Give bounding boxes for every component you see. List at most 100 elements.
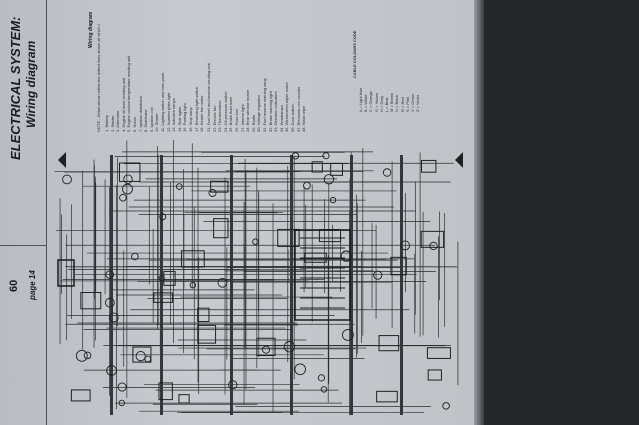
connector-circle [400, 240, 411, 251]
connector-circle [320, 386, 328, 393]
wire-bundle [230, 155, 233, 415]
legend-item: 8. Distributor [143, 109, 149, 132]
component-box [318, 229, 342, 243]
connector-circle [329, 196, 337, 204]
connector-circle [144, 355, 152, 363]
connector-circle [75, 349, 88, 362]
page-reference: page 14 [28, 270, 37, 300]
connector-circle [158, 275, 165, 282]
wire-bundle [400, 155, 403, 415]
fuse-box [294, 229, 351, 321]
horn-icon [455, 152, 463, 168]
component-box [118, 162, 141, 182]
colour-code-item: C = Orange [368, 91, 374, 112]
component-box [427, 369, 442, 381]
legend-item: 28. Rear window heater [245, 89, 251, 132]
legend-item: 10. Starter [154, 113, 160, 132]
colour-code-item: Z = Violet [415, 95, 421, 112]
wire-bundle [160, 155, 163, 415]
connector-circle [322, 152, 330, 160]
component-box [277, 228, 300, 247]
connector-circle [323, 174, 335, 185]
connector-circle [118, 399, 126, 407]
connector-circle [106, 365, 117, 376]
connector-circle [291, 152, 300, 160]
connector-circle [294, 363, 306, 376]
legend-item: 16. Stop lamp [188, 107, 193, 132]
legend-item: 23. Thermoswitch [217, 100, 223, 133]
legend-item: 21. Fuel level and reserve sending unit [206, 63, 211, 132]
connector-circle [342, 329, 354, 341]
title-divider [0, 245, 46, 246]
connector-circle [262, 345, 271, 354]
legend-item: 35. Windscreen wiper motor [284, 82, 290, 132]
wire-bundle [110, 155, 113, 415]
component-box [420, 230, 445, 248]
wire-bundle [290, 155, 293, 415]
component-box [163, 270, 176, 286]
colour-code-heading: CABLE COLOURS CODE [352, 30, 357, 78]
legend-item: 30. Voltage regulator [256, 95, 262, 132]
legend-item: 38. Wash wipe [301, 105, 307, 132]
component-box [213, 218, 229, 239]
horn-icon [58, 152, 66, 168]
background-surface [484, 0, 639, 425]
legend-heading: Wiring diagram [88, 11, 94, 48]
component-box [420, 159, 437, 173]
page-edge [474, 0, 484, 425]
connector-circle [208, 188, 217, 197]
component-box [153, 292, 173, 303]
component-box [132, 346, 152, 363]
component-box [256, 337, 276, 357]
colour-code-item: G = Yellow [373, 92, 379, 112]
connector-circle [117, 382, 127, 392]
connector-circle [340, 250, 352, 262]
connector-circle [104, 297, 115, 308]
connector-circle [373, 270, 383, 280]
legend-item: 11. Lighting switch and horn push [160, 72, 165, 132]
component-box [178, 394, 190, 404]
component-box [197, 307, 210, 323]
connector-circle [119, 193, 127, 202]
component-box [330, 162, 343, 176]
connector-circle [303, 181, 311, 190]
component-box [210, 180, 229, 193]
connector-circle [175, 183, 183, 190]
component-box [158, 382, 173, 401]
legend-item: 31. Fuel reserve warning lamp [262, 78, 267, 132]
connector-circle [429, 241, 438, 251]
legend-item: 1. Battery [104, 114, 109, 132]
connector-circle [442, 402, 450, 410]
margin-rule [46, 0, 47, 425]
connector-circle [217, 277, 228, 288]
legend-item: 22. Electric fan [211, 105, 217, 132]
connector-circle [228, 380, 238, 390]
connector-circle [131, 252, 139, 261]
component-box [378, 335, 400, 352]
connector-circle [252, 238, 259, 245]
component-box [376, 390, 398, 403]
manual-page: ELECTRICAL SYSTEM: Wiring diagram 60 pag… [0, 0, 478, 425]
legend-item: 18. Heater fan motor [199, 95, 205, 132]
wiring-diagram [54, 140, 463, 416]
component-box [181, 250, 205, 268]
battery-symbol [57, 259, 75, 287]
connector-circle [189, 281, 197, 289]
connector-circle [382, 168, 392, 177]
component-box [311, 161, 323, 173]
legend-note: NOTE - Detail shown within the dotted li… [96, 24, 101, 132]
component-box [390, 256, 407, 276]
legend-item: 13. Indicator lamps [171, 98, 177, 132]
legend-item: 12. Number plate light [165, 92, 171, 132]
page-subtitle: Wiring diagram [24, 40, 38, 128]
connector-circle [317, 374, 326, 382]
component-box [426, 347, 451, 359]
legend-item: 26. Fuse box [234, 108, 239, 132]
page-number: 60 [8, 279, 20, 292]
component-box [70, 389, 91, 402]
connector-circle [83, 351, 92, 360]
connector-circle [105, 270, 114, 279]
legend-item: 27. Interior light [239, 104, 245, 132]
legend-item: 17. Reversing light switch [193, 86, 199, 132]
legend-item: 32. Brake warning light [267, 91, 273, 132]
